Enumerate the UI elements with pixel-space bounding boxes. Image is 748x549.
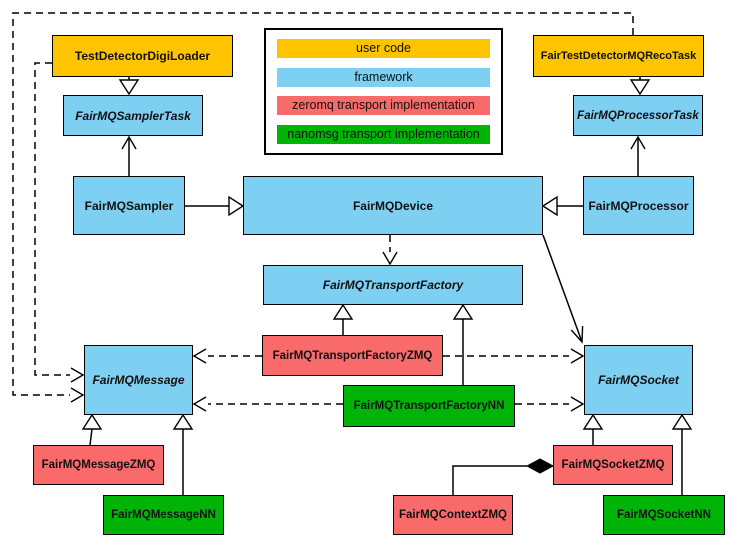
node-fairmqprocessortask: FairMQProcessorTask [573,95,703,136]
node-fairmqsamplertask: FairMQSamplerTask [63,95,203,136]
node-fairmqtransportfactorynn: FairMQTransportFactoryNN [343,385,515,427]
node-testdetectordigiloader: TestDetectorDigiLoader [52,35,233,77]
edge-device-uses-transportfactory [382,235,398,266]
edge-recotask-extends-processortask [629,77,651,96]
edge-socketzmq-extends-socket [582,413,604,445]
node-fairmqmessagezmq: FairMQMessageZMQ [33,445,164,485]
node-fairmqmessage: FairMQMessage [84,345,193,415]
legend-item-framework: framework [277,67,490,87]
node-fairmqmessagenn: FairMQMessageNN [103,495,224,535]
legend-item-zeromq: zeromq transport implementation [277,96,490,116]
edge-sampler-has-samplertask [121,135,137,176]
edge-device-has-socket [542,234,584,344]
edge-factorynn-creates-socket [515,396,585,412]
edge-socketnn-extends-socket [671,413,693,495]
node-fairmqdevice: FairMQDevice [243,176,543,235]
edge-processor-extends-device [541,195,583,217]
edge-factoryzmq-creates-message [192,348,262,364]
edge-processor-has-processortask [630,135,646,176]
edge-digiloader-uses-message [34,62,85,383]
edge-factoryzmq-creates-socket [443,348,585,364]
edge-messagezmq-extends-message [81,413,103,446]
node-fairmqsampler: FairMQSampler [73,176,185,235]
legend-item-user-code: user code [277,39,490,58]
node-fairmqsocketzmq: FairMQSocketZMQ [553,445,673,485]
node-fairtestdetectormqrecotask: FairTestDetectorMQRecoTask [533,35,704,77]
edge-digiloader-extends-samplertask [118,77,140,96]
node-fairmqtransportfactory: FairMQTransportFactory [263,265,523,305]
node-fairmqsocketnn: FairMQSocketNN [603,495,725,535]
node-fairmqprocessor: FairMQProcessor [583,176,694,235]
edge-recotask-uses-message [12,12,634,403]
node-fairmqcontextzmq: FairMQContextZMQ [393,495,513,535]
edge-factoryzmq-extends-factory [332,303,354,335]
edge-sampler-extends-device [185,195,245,217]
edge-factorynn-creates-message [192,396,343,412]
legend: user code framework zeromq transport imp… [264,28,503,155]
node-fairmqsocket: FairMQSocket [584,345,693,415]
node-fairmqtransportfactoryzmq: FairMQTransportFactoryZMQ [262,335,443,376]
edge-socketzmq-composes-contextzmq [452,458,555,495]
legend-item-nanomsg: nanomsg transport implementation [277,124,490,144]
edge-factorynn-extends-factory [452,303,474,385]
edge-messagenn-extends-message [172,413,194,495]
